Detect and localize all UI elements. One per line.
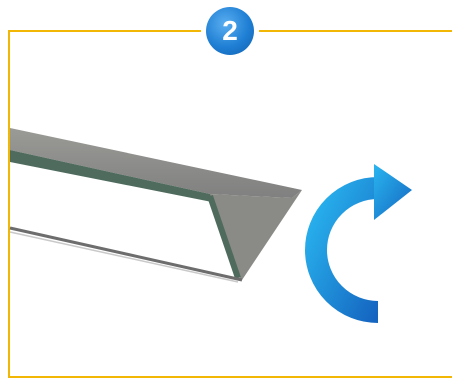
strip-edge xyxy=(10,150,222,204)
strip-fold-edge xyxy=(207,195,241,279)
strip-bottom-line-shadow xyxy=(9,231,239,283)
strip-bottom-line xyxy=(9,226,243,282)
folded-strip-graphic xyxy=(9,128,302,283)
strip-top-face xyxy=(10,128,302,198)
rotate-clockwise-arrow-icon xyxy=(305,164,412,323)
step-number-badge: 2 xyxy=(201,2,259,60)
step-number: 2 xyxy=(206,7,254,55)
